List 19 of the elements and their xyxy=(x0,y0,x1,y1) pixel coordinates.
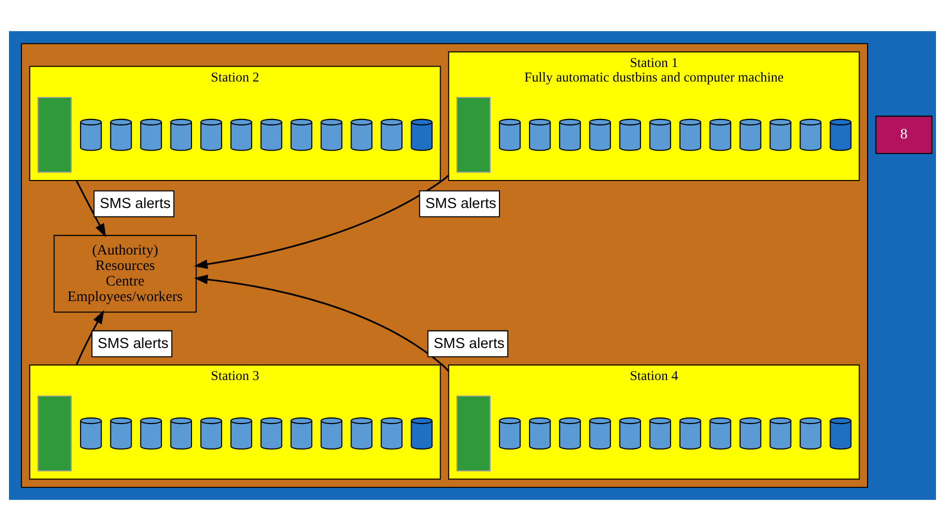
node-box xyxy=(456,395,490,471)
cluster: Station 1 Fully automatic dustbins and computer machine xyxy=(448,50,860,180)
arrow xyxy=(75,310,104,365)
node-box xyxy=(37,395,72,471)
edge-label: SMS alerts xyxy=(424,196,496,212)
edge-label: SMS alerts xyxy=(433,336,504,352)
edge-label: SMS alerts xyxy=(99,196,170,212)
arrow xyxy=(75,180,106,237)
node-box xyxy=(456,96,490,172)
cluster xyxy=(20,42,868,488)
cluster: Station 4 xyxy=(448,364,860,480)
arrow xyxy=(193,274,449,372)
node-box xyxy=(37,96,72,172)
node-box: 8 xyxy=(874,115,932,154)
cluster: Station 3 xyxy=(28,364,440,480)
edge-label: SMS alerts xyxy=(97,336,168,352)
arrow xyxy=(193,174,449,268)
node-box: (Authority) Resources Centre Employees/workers xyxy=(53,234,196,312)
cluster: Station 2 xyxy=(28,65,440,180)
